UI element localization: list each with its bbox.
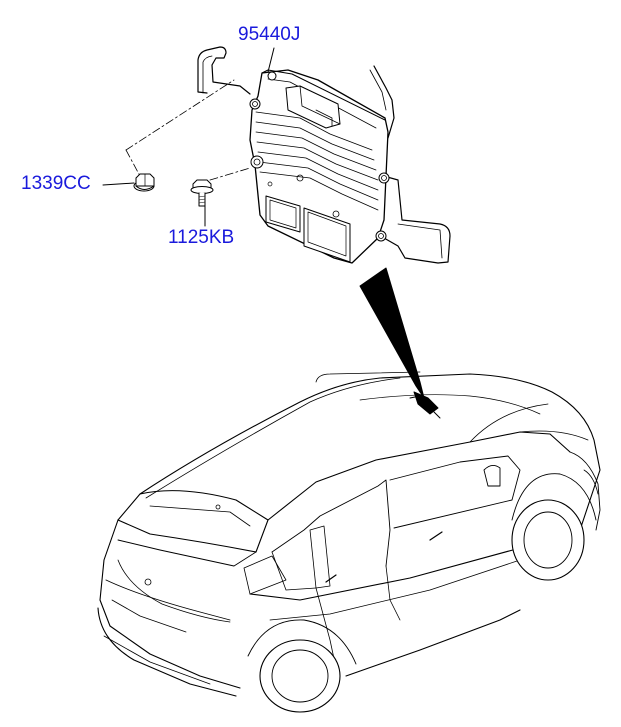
wagon-car-icon [97,371,601,713]
module-location-marker [409,391,441,419]
nut-part-label[interactable]: 1339CC [21,173,91,194]
location-pointer-icon [359,267,425,399]
flange-bolt-icon [190,179,214,207]
leader-lines [102,47,275,227]
flange-nut-icon [133,173,155,192]
module-part-label[interactable]: 95440J [238,24,301,45]
ecu-module-icon [197,46,451,264]
assembly-guide-lines [125,79,251,181]
bolt-part-label[interactable]: 1125KB [168,227,235,248]
